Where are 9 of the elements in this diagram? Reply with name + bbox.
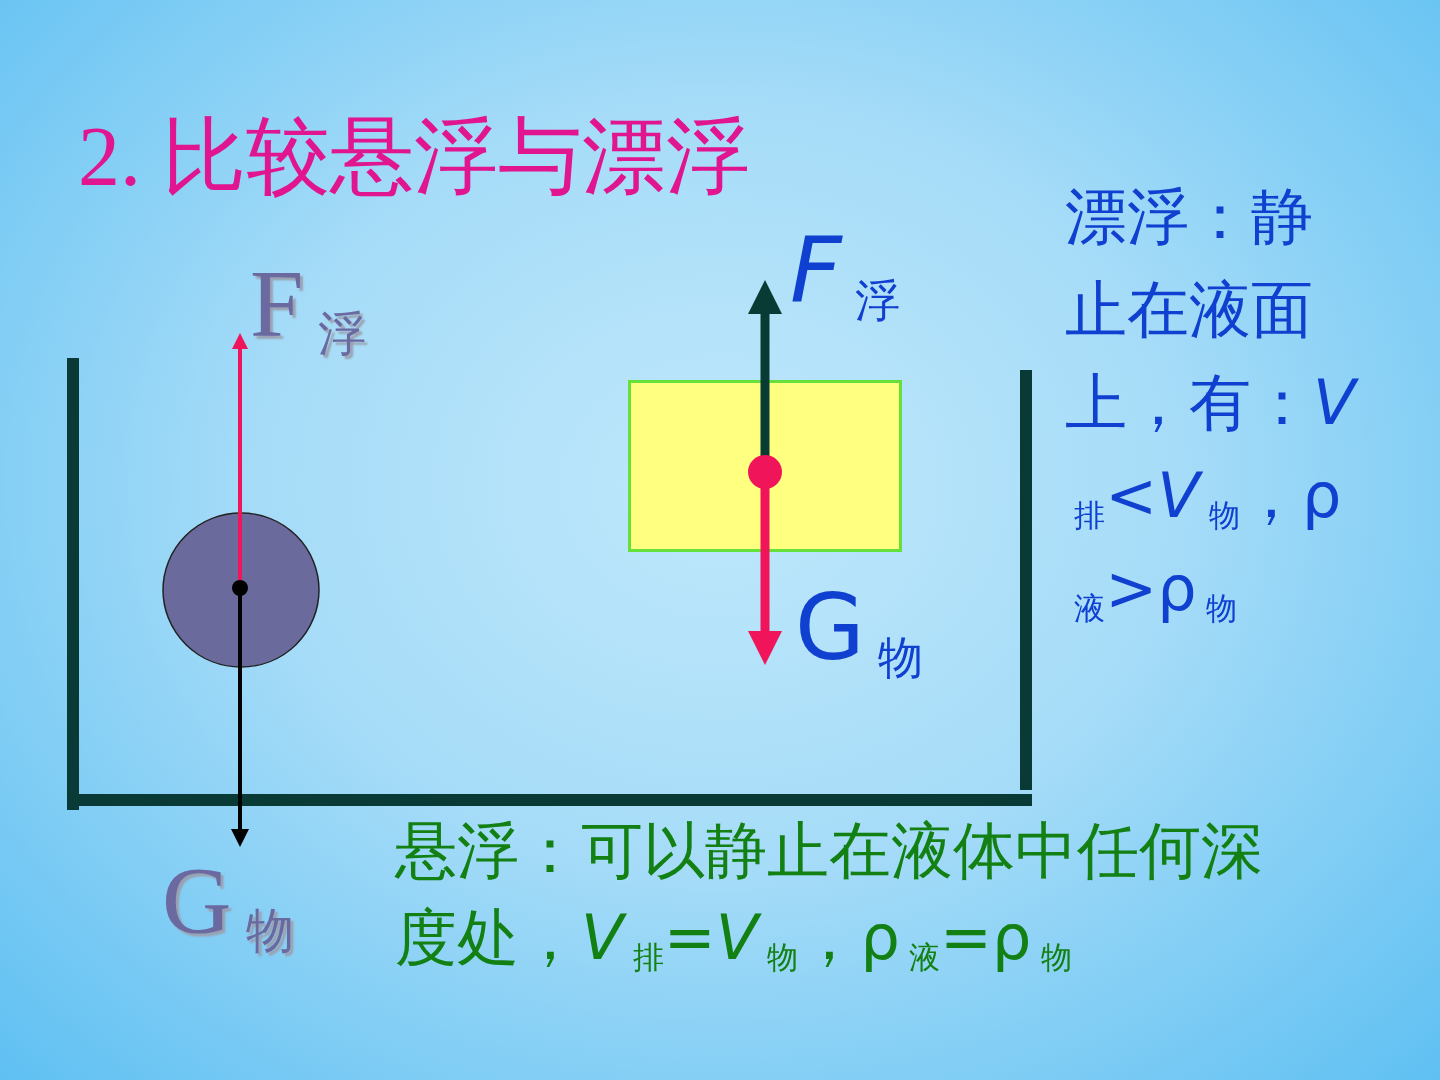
block: [628, 380, 902, 552]
note-text: 悬浮：可以静止在液体中任何深度处，V$_{排}$=V$_{物}$，ρ$_{液}$=ρ$_{物}$: [395, 813, 1264, 978]
force-label: G$_{物}$: [795, 575, 924, 686]
force-label: F$_{浮}$: [250, 249, 366, 363]
force-label: F$_{浮}$: [790, 218, 901, 329]
title: 2. 比较悬浮与漂浮: [78, 109, 750, 205]
note-text: 漂浮：静止在液面上，有：V$_{排}$<V$_{物}$，ρ$_{液}$>ρ$_{物}$: [1065, 170, 1365, 635]
force-label: G$_{物}$: [162, 846, 294, 960]
ball: [162, 512, 320, 668]
